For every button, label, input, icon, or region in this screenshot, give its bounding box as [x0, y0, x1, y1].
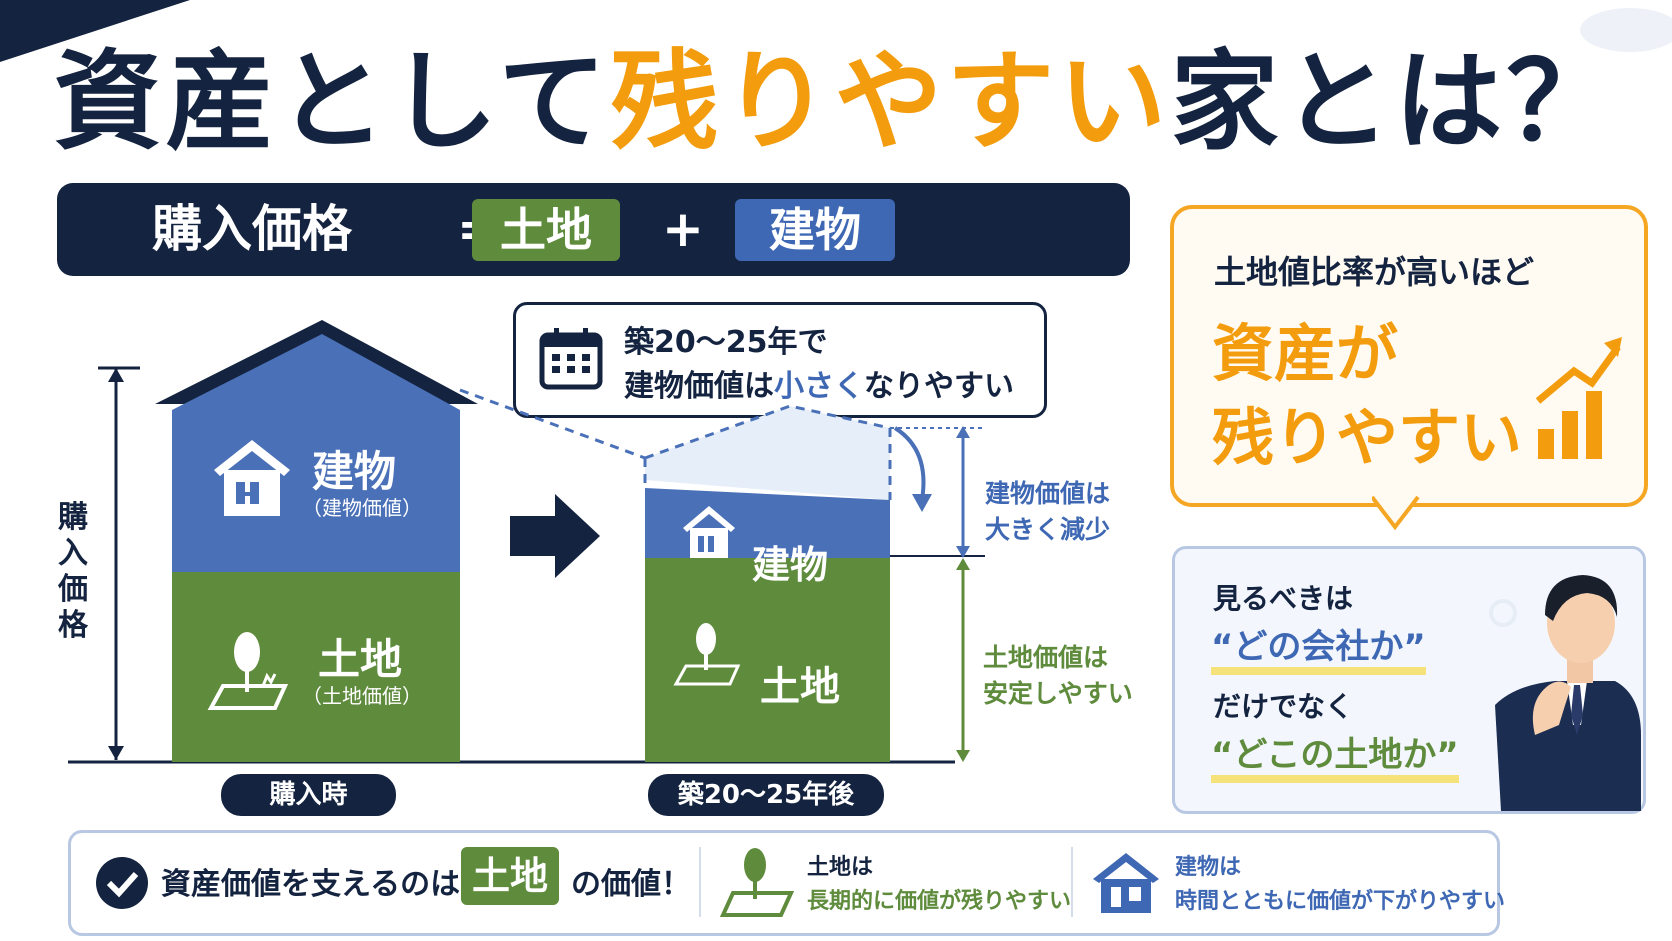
depreciation-callout: 築20〜25年で 建物価値は小さくなりやすい [513, 302, 1047, 418]
before-building-label: 建物 [312, 447, 397, 496]
footer-pre: 資産価値を支えるのは [161, 867, 461, 902]
after-land-label: 土地 [760, 664, 840, 710]
page-title: 資産として残りやすい家とは？ [0, 38, 1672, 168]
speech-bubble: 土地値比率が高いほど 資産が 残りやすい [1170, 205, 1648, 507]
callout-line2-post: なりやすい [864, 369, 1014, 404]
note-building-line1: 建物価値は [985, 479, 1111, 508]
note-building-line2: 大きく減少 [985, 515, 1111, 544]
before-land-block [172, 572, 460, 762]
footer-summary: 資産価値を支えるのは 土地 の価値！ 土地は 長期的に価値が残りやすい 建物は … [68, 830, 1505, 936]
before-building-sub: （建物価値） [302, 496, 422, 520]
businessman-avatar [1489, 575, 1641, 811]
speech-line3: 残りやすい [1212, 401, 1523, 474]
cloud-decoration [1580, 8, 1672, 52]
title-highlight: 残りやすい [610, 40, 1171, 165]
land-tree-icon [207, 632, 289, 710]
formula-plus: + [662, 200, 704, 258]
caption-after: 築20〜25年後 [648, 774, 884, 816]
after-lost-value-area [645, 406, 890, 500]
note-land-line2: 安定しやすい [983, 679, 1133, 708]
after-land-block [645, 558, 890, 762]
callout-line2-pre: 建物価値は [624, 369, 774, 404]
house-icon [1093, 853, 1159, 913]
title-part3: 家とは？ [1170, 40, 1619, 165]
advice-card: 見るべきは “どの会社か” だけでなく “どこの土地か” [1172, 546, 1646, 814]
advice-line4: “どこの土地か” [1211, 735, 1459, 783]
before-building-block [172, 410, 460, 572]
speech-line1: 土地値比率が高いほど [1214, 253, 1535, 291]
value-diagram [68, 320, 985, 764]
footer-land-desc: 長期的に価値が残りやすい [807, 889, 1072, 914]
note-building-drop: 建物価値は 大きく減少 [985, 476, 1110, 548]
calendar-icon [539, 328, 603, 390]
footer-land-chip: 土地 [461, 847, 559, 905]
footer-post: の価値！ [571, 867, 691, 902]
title-part1: 資産として [53, 40, 611, 165]
before-land-sub: （土地価値） [302, 684, 422, 708]
callout-line2: 建物価値は小さくなりやすい [624, 361, 1014, 405]
formula-price: 購入価格 [152, 200, 352, 258]
speech-bubble-tail [1372, 495, 1420, 531]
check-circle-icon [96, 857, 148, 909]
right-arrow-icon [510, 494, 600, 578]
footer-building-desc: 時間とともに価値が下がりやすい [1175, 889, 1506, 914]
house-icon [683, 506, 735, 558]
footer-land-title: 土地は [807, 855, 874, 880]
advice-line3: だけでなく [1213, 690, 1354, 723]
formula-land-chip: 土地 [472, 199, 620, 261]
note-land-stable: 土地価値は 安定しやすい [983, 640, 1133, 712]
land-tree-icon [673, 623, 741, 686]
note-land-line1: 土地価値は [983, 643, 1109, 672]
formula-bar: 購入価格 = 土地 + 建物 [57, 183, 1130, 276]
advice-line2: “どの会社か” [1211, 627, 1426, 675]
speech-line2: 資産が [1212, 317, 1399, 390]
lightbulb-icon [1489, 599, 1517, 627]
growth-chart-icon [1535, 337, 1622, 459]
corner-ribbon [0, 0, 190, 62]
formula-building-chip: 建物 [735, 199, 895, 261]
land-tree-icon [719, 848, 795, 917]
callout-highlight: 小さく [774, 369, 864, 404]
divider [1071, 847, 1073, 917]
price-vertical-label: 購入価格 [58, 500, 88, 643]
before-land-label: 土地 [318, 635, 403, 684]
callout-line1: 築20〜25年で [624, 325, 828, 360]
after-building-label: 建物 [752, 543, 829, 587]
advice-line1: 見るべきは [1213, 582, 1354, 615]
footer-building-title: 建物は [1175, 855, 1242, 880]
divider [699, 847, 701, 917]
caption-before: 購入時 [221, 774, 396, 816]
